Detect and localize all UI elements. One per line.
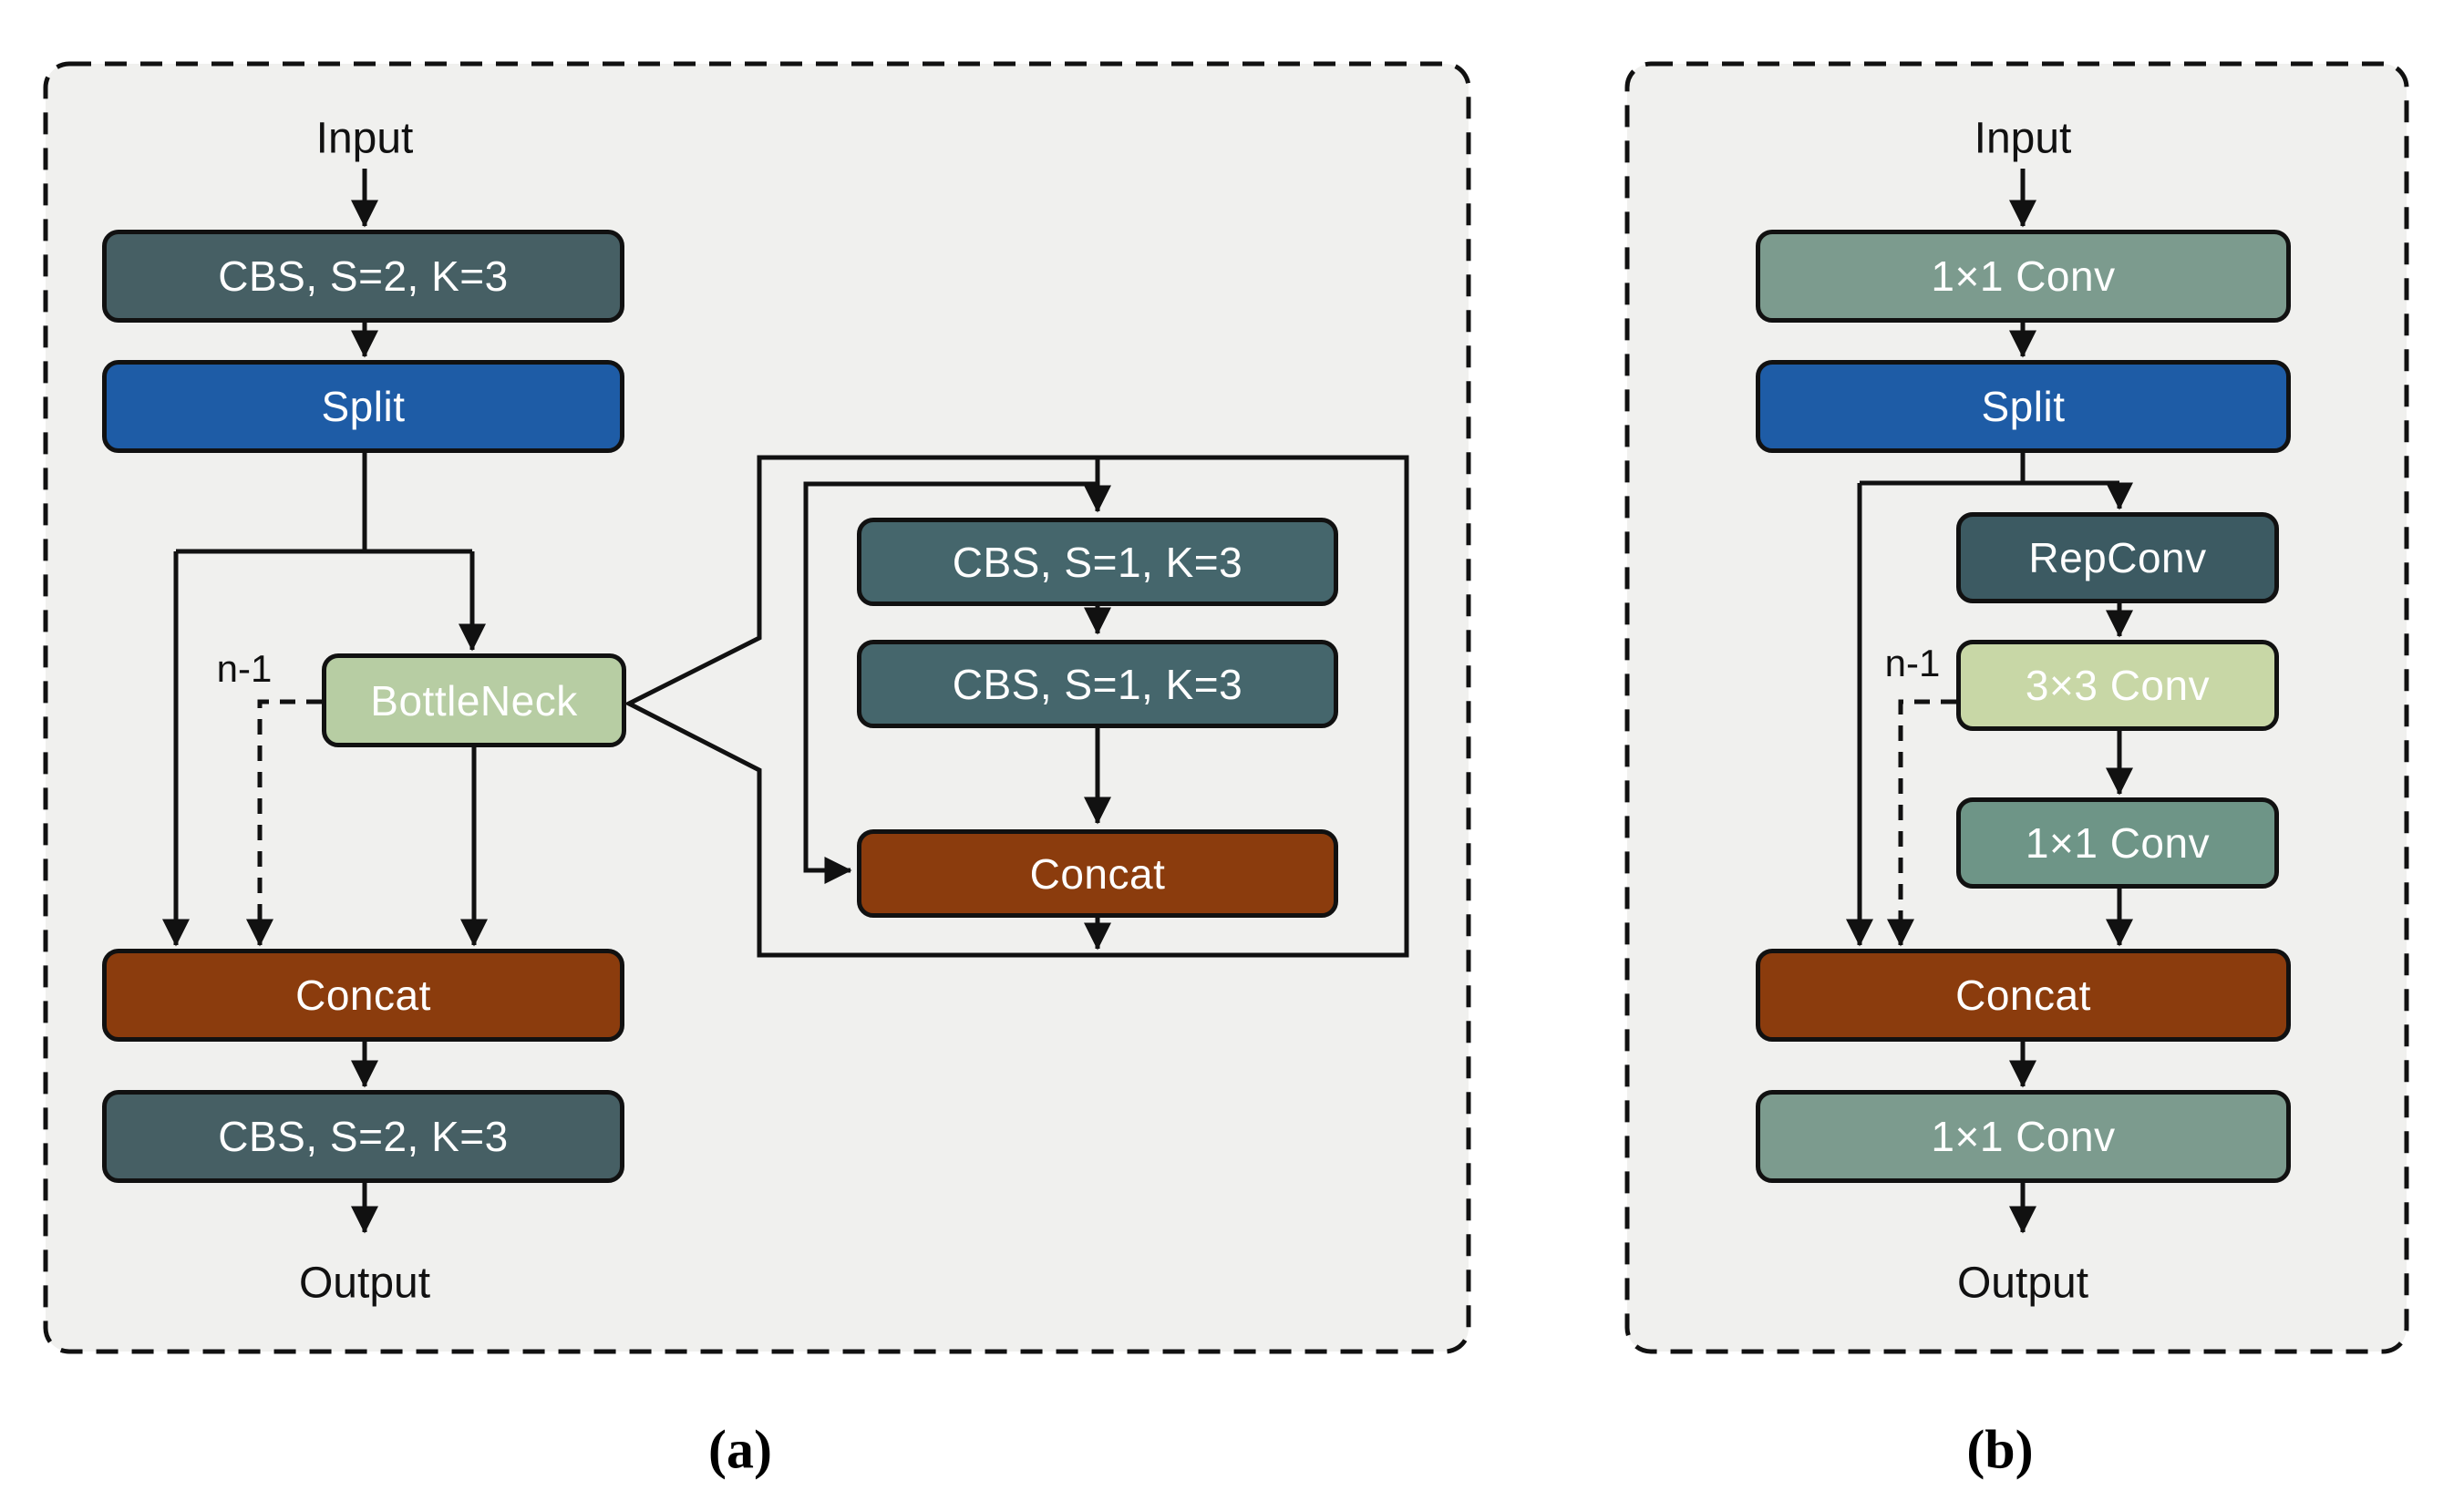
node-detail-cbs2: CBS, S=1, K=3 (857, 640, 1338, 728)
node-detail-concat: Concat (857, 829, 1338, 918)
connector-b-split-branch (1860, 453, 2119, 486)
node-a-cbs-top: CBS, S=2, K=3 (102, 230, 624, 323)
connector-a-split-branch (176, 453, 472, 554)
node-b-split: Split (1756, 360, 2291, 453)
node-b-concat: Concat (1756, 949, 2291, 1042)
panel-b-output-label: Output (1956, 1259, 2089, 1308)
panel-a-output-label: Output (298, 1259, 431, 1308)
node-a-bottleneck: BottleNeck (322, 653, 626, 747)
panel-a-caption: (a) (708, 1419, 772, 1480)
node-a-concat: Concat (102, 949, 624, 1042)
panel-b-caption: (b) (1966, 1419, 2034, 1480)
node-b-repconv: RepConv (1956, 512, 2279, 603)
panel-a-n-minus-1-label: n-1 (216, 647, 273, 690)
node-a-split: Split (102, 360, 624, 453)
node-b-conv1x1-bottom: 1×1 Conv (1756, 1090, 2291, 1183)
connector-b-n1-loop-dashed (1887, 699, 1956, 947)
node-detail-cbs1: CBS, S=1, K=3 (857, 518, 1338, 606)
panel-b-n-minus-1-label: n-1 (1884, 642, 1941, 684)
node-b-conv3x3: 3×3 Conv (1956, 640, 2279, 731)
connector-detail-skip (803, 481, 1098, 884)
connector-a-n1-loop-dashed (246, 699, 322, 947)
node-a-cbs-bottom: CBS, S=2, K=3 (102, 1090, 624, 1183)
panel-a-input-label: Input (315, 114, 414, 163)
node-b-conv1x1-top: 1×1 Conv (1756, 230, 2291, 323)
panel-b-input-label: Input (1974, 114, 2072, 163)
node-b-conv1x1-mid: 1×1 Conv (1956, 797, 2279, 889)
